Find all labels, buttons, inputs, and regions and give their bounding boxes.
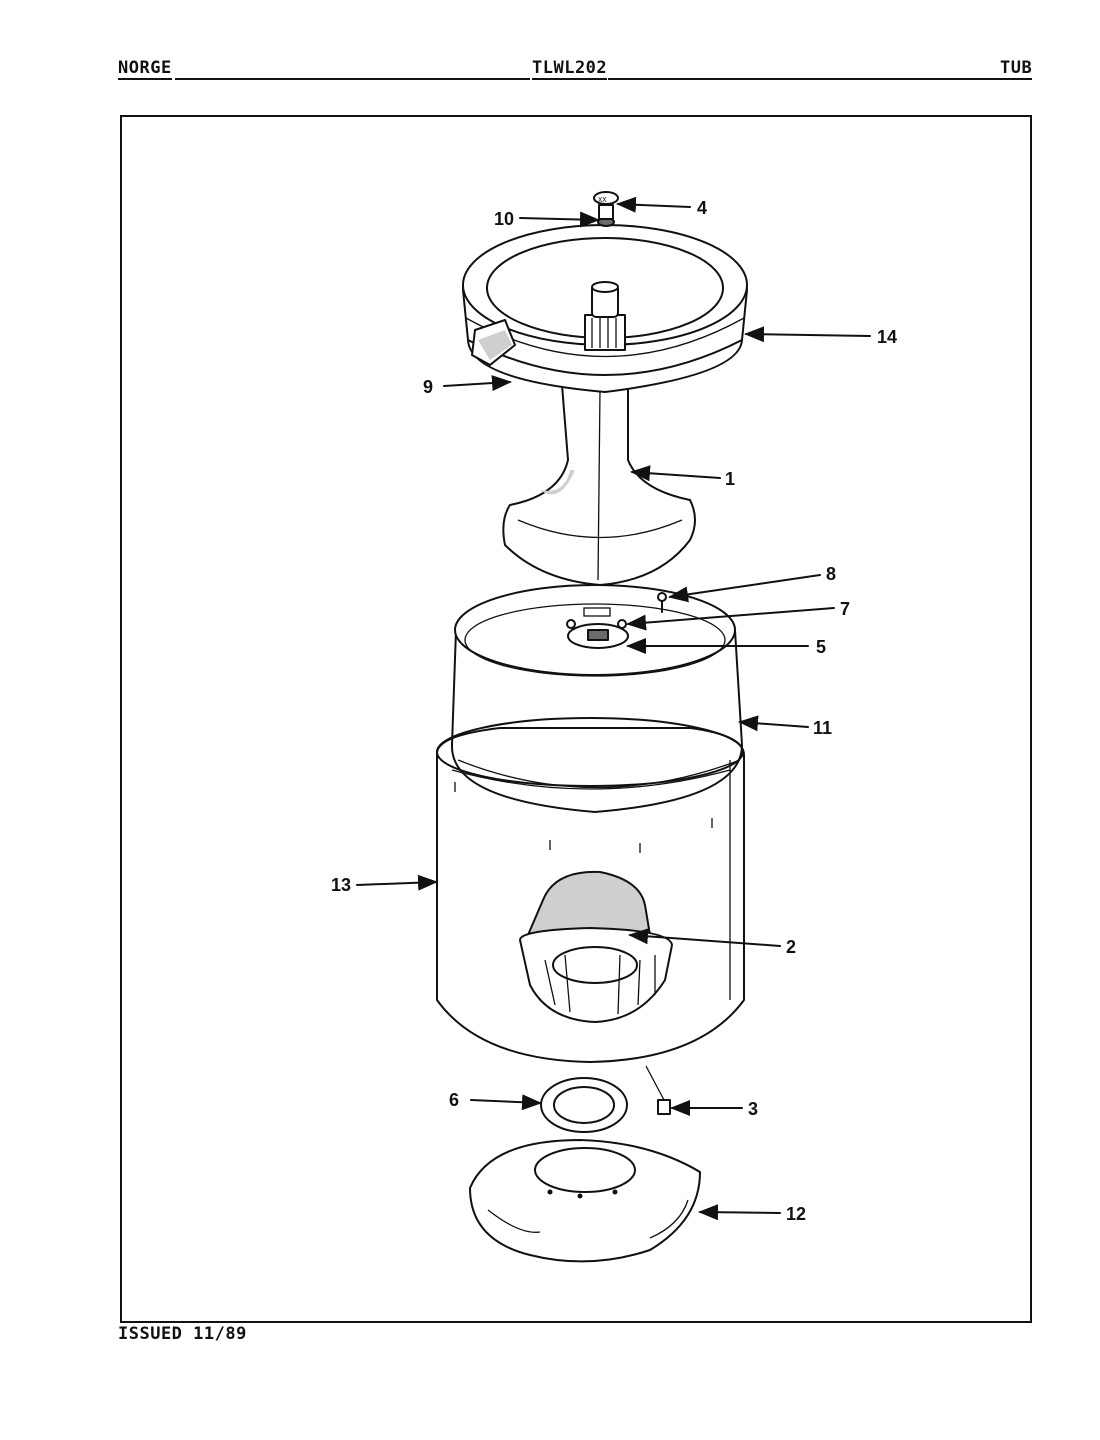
callout-11: 11 bbox=[813, 718, 832, 738]
outer-tub bbox=[436, 717, 745, 1063]
base-plate bbox=[469, 1139, 701, 1263]
gasket-ring bbox=[540, 1077, 628, 1133]
header-section: TUB bbox=[1000, 58, 1033, 80]
callout-13: 13 bbox=[331, 875, 351, 895]
callout-8: 8 bbox=[826, 564, 836, 584]
callout-4: 4 bbox=[697, 198, 707, 218]
diagram-frame bbox=[120, 115, 1032, 1323]
callout-10: 10 bbox=[494, 209, 514, 229]
callout-14: 14 bbox=[877, 327, 897, 347]
header-rule-right bbox=[608, 78, 1000, 80]
callout-2: 2 bbox=[786, 937, 796, 957]
svg-text:XX: XX bbox=[598, 196, 607, 204]
bolt bbox=[645, 1065, 671, 1115]
callout-6: 6 bbox=[449, 1090, 459, 1110]
callout-5: 5 bbox=[816, 637, 826, 657]
header-rule-left bbox=[175, 78, 530, 80]
callout-1: 1 bbox=[725, 469, 735, 489]
leader-lines bbox=[356, 196, 871, 1221]
callout-12: 12 bbox=[786, 1204, 806, 1224]
callout-3: 3 bbox=[748, 1099, 758, 1119]
tub-ring bbox=[462, 224, 748, 393]
agitator-shaft bbox=[502, 384, 696, 586]
header-brand: NORGE bbox=[118, 58, 172, 80]
issued-date: ISSUED 11/89 bbox=[118, 1324, 247, 1344]
callout-9: 9 bbox=[423, 377, 433, 397]
spin-basket bbox=[450, 584, 743, 813]
callout-7: 7 bbox=[840, 599, 850, 619]
header-model: TLWL202 bbox=[532, 58, 608, 80]
